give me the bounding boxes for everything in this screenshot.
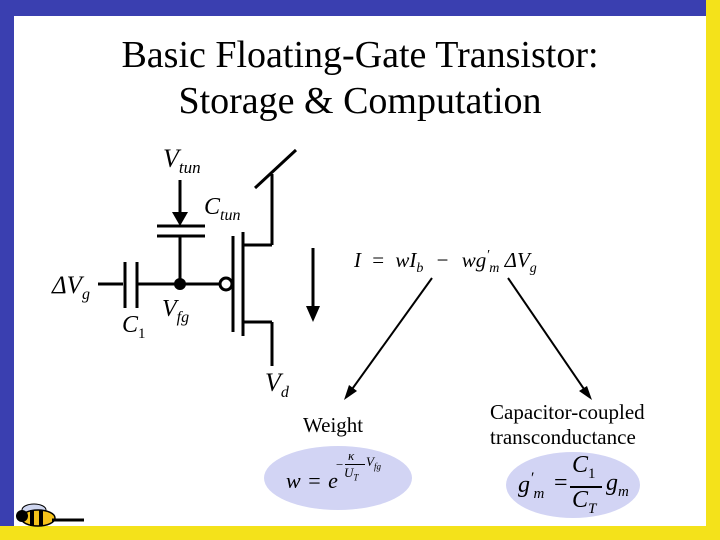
exponent-v-symbol: V [366,454,374,469]
bee-stripe-icon [30,510,34,526]
transconductance-label-line-2: transconductance [490,425,636,449]
gm-equals: = [554,470,568,496]
arrow-to-gm-line [507,277,587,393]
eq-term1: wI [395,248,417,272]
exponent-fraction-bar [345,464,365,465]
eq-term2-delta-subscript: g [529,261,537,277]
weight-formula: w = e [286,468,338,494]
transconductance-label-line-1: Capacitor-coupled [490,400,645,424]
weight-label: Weight [303,413,364,437]
arrow-to-gm-head [579,386,592,400]
floating-gate-node-dot [174,278,186,290]
bee-head-icon [16,510,28,522]
ctun-subscript: tun [220,206,241,224]
eq-equals: = [372,248,385,272]
c1-label: C1 [122,312,146,343]
tunneling-arrow-head [172,212,188,226]
title-line-2: Storage & Computation [178,80,542,122]
weight-e: e [328,468,338,493]
weight-equals: = [308,468,321,493]
border-left [0,0,14,540]
border-right [706,0,720,540]
gm-fraction-bar [570,486,602,488]
border-top [0,0,720,16]
gm-ct-subscript: T [588,500,597,517]
vtun-subscript: tun [178,158,201,178]
supply-line [253,148,298,190]
exponent-v-subscript: fg [373,461,381,472]
exponent-minus: − [336,457,344,472]
vd-symbol: V [265,368,281,397]
slide-content-area [14,16,706,526]
exponent-vfg: Vfg [366,454,381,472]
eq-term2-delta: ΔV [504,248,530,272]
bee-logo-icon [16,503,84,527]
gm-denominator: CT [572,487,596,518]
gm-m2-subscript: m [618,483,629,500]
eq-term2: wg [461,248,487,272]
ctun-label: Ctun [204,194,240,225]
delta-vg-label: ΔVg [52,272,90,304]
gm-prime: ′ [530,470,534,487]
gm-ct-symbol: C [572,487,589,513]
pmos-gate-bubble [218,276,234,292]
vtun-label: Vtun [163,144,201,178]
slide-title: Basic Floating-Gate Transistor: Storage … [40,32,680,124]
arrow-to-weight-head [344,385,357,400]
eq-current-symbol: I [354,248,361,272]
eq-term2-subscript: m [489,261,500,277]
gm-m-subscript: m [533,485,545,502]
gm-g: g [518,472,530,498]
exponent-ut: UT [344,465,358,483]
vfg-label: Vfg [162,296,189,327]
vtun-symbol: V [163,144,179,173]
gm-numerator: C1 [572,452,596,483]
delta-vg-symbol: ΔV [52,272,82,299]
gm-c1-symbol: C [572,452,589,478]
ctun-symbol: C [204,194,221,220]
vfg-symbol: V [162,296,177,322]
gm-right-side: gm [606,470,629,501]
exponent-kappa: κ [348,448,355,463]
title-line-1: Basic Floating-Gate Transistor: [121,34,599,76]
vfg-subscript: fg [176,308,190,326]
exponent-ut-subscript: T [353,472,359,483]
c1-symbol: C [122,312,139,338]
current-equation: I = wIb − wg′m ΔVg [354,248,537,277]
bee-stripe-icon [39,510,43,526]
vd-subscript: d [280,384,289,402]
gm-c1-subscript: 1 [588,465,596,482]
arrow-to-weight-line [349,277,433,393]
weight-w: w [286,468,301,493]
vd-label: Vd [265,368,289,402]
eq-minus: − [436,248,449,272]
delta-vg-subscript: g [81,286,90,303]
exponent-ut-symbol: U [344,465,354,480]
eq-term1-subscript: b [416,261,424,277]
c1-subscript: 1 [138,325,146,342]
gm-g2: g [606,470,618,496]
current-arrow-head [306,306,320,322]
gm-left-side: g′m [518,470,544,503]
eq-term2-prime: ′ [486,248,490,263]
gm-formula-oval [506,452,640,518]
border-bottom [0,526,720,540]
transconductance-label: Capacitor-coupled transconductance [490,400,645,450]
weight-formula-oval [264,446,412,510]
